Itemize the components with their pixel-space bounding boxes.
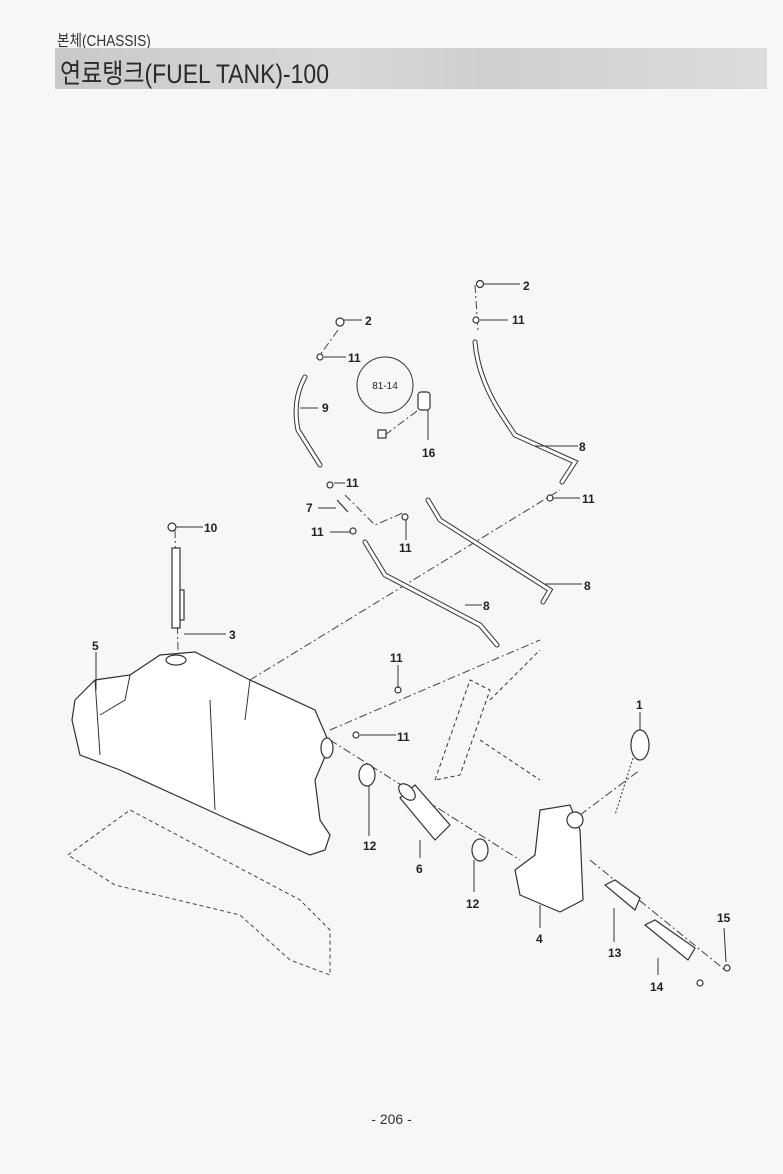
callout: 14: [650, 980, 664, 994]
assembly-line: [344, 494, 406, 526]
connector-7: [336, 499, 349, 513]
callout: 4: [536, 932, 543, 946]
clip-2: [475, 279, 485, 289]
callout: 9: [322, 401, 329, 415]
callout: 11: [582, 492, 595, 506]
bolt-15: [723, 964, 731, 972]
hose-9: [293, 374, 323, 468]
bracket-16: [417, 391, 431, 411]
section-label: 본체(CHASSIS): [57, 33, 151, 50]
bracket-13: [603, 879, 641, 911]
callout: 12: [363, 839, 377, 853]
callout: 11: [390, 651, 403, 665]
callout: 10: [204, 521, 218, 535]
page-title: 연료탱크(FUEL TANK)-100: [60, 59, 329, 89]
callout: 11: [397, 730, 410, 744]
bracket-14: [643, 919, 696, 961]
fuel-cap-1: [614, 729, 650, 816]
hose-6: [398, 783, 451, 841]
callout: 3: [229, 628, 236, 642]
leader-lines: [95, 283, 727, 975]
reference-label: 81-14: [372, 381, 398, 392]
callout: 11: [512, 313, 525, 327]
callout: 8: [584, 579, 591, 593]
callout: 1: [636, 698, 643, 712]
bolt: [696, 979, 704, 987]
bolt: [377, 429, 387, 439]
callout: 15: [717, 911, 731, 925]
callout: 8: [579, 440, 586, 454]
callout: 7: [306, 501, 313, 515]
assembly-line: [579, 769, 641, 816]
fuel-tank-5: [71, 651, 334, 856]
reference-circle: [356, 356, 414, 414]
pipe-8-upper: [472, 339, 579, 485]
callout: 8: [483, 599, 490, 613]
chassis-frame: [67, 649, 541, 976]
page-number: - 206 -: [371, 1111, 412, 1127]
callout: 2: [523, 279, 530, 293]
clip-2: [335, 317, 345, 327]
callout: 6: [416, 862, 423, 876]
clamp-12: [358, 763, 489, 862]
pipe-8-middle: [425, 497, 554, 605]
filler-neck-4: [514, 804, 584, 913]
callouts: 2 11 2 11 9 16 8 11 7 11 11 11 10 8 8 3 …: [92, 279, 731, 994]
assembly-line: [589, 859, 726, 971]
fuel-sender-3: [171, 547, 185, 629]
callout: 13: [608, 946, 622, 960]
callout: 16: [422, 446, 436, 460]
clamp-11-group: [316, 316, 554, 739]
callout: 11: [311, 525, 324, 539]
assembly-line: [329, 639, 541, 731]
callout: 5: [92, 639, 99, 653]
callout: 11: [348, 351, 361, 365]
assembly-line: [319, 329, 339, 356]
callout: 11: [346, 476, 359, 490]
cap-10: [167, 522, 177, 532]
callout: 11: [399, 541, 412, 555]
pipe-8-lower: [362, 539, 500, 648]
callout: 12: [466, 897, 480, 911]
callout: 2: [365, 314, 372, 328]
title-bar: 연료탱크(FUEL TANK)-100: [55, 48, 767, 89]
